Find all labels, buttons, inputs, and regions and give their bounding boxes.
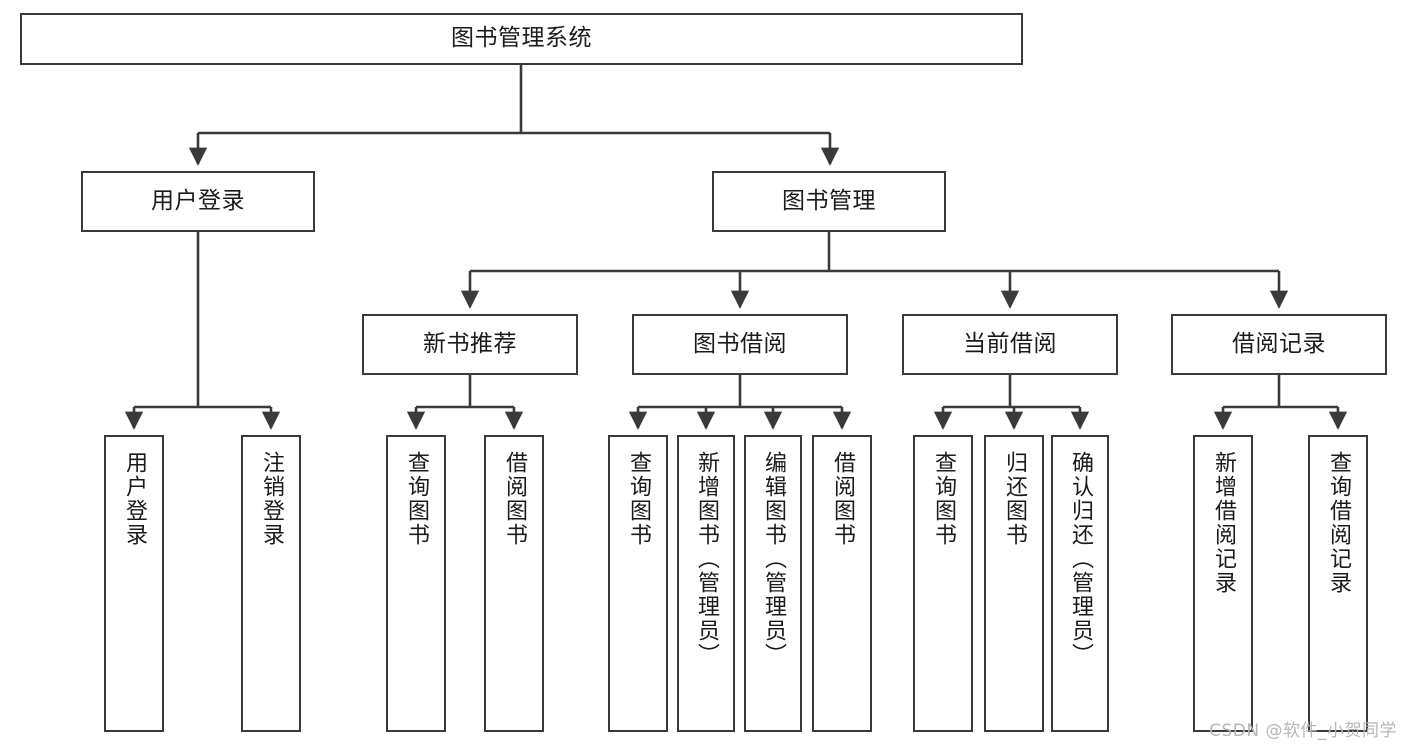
node-leaf-confirm-return[interactable]: 确认归还（管理员）: [1051, 435, 1109, 732]
node-new-book-recommend-label: 新书推荐: [423, 330, 517, 357]
node-new-book-recommend[interactable]: 新书推荐: [362, 314, 578, 375]
node-current-borrow[interactable]: 当前借阅: [902, 314, 1118, 375]
node-root[interactable]: 图书管理系统: [20, 13, 1023, 65]
node-leaf-query-book-1[interactable]: 查询图书: [386, 435, 446, 732]
node-leaf-user-login-label: 用户登录: [122, 451, 147, 547]
node-leaf-query-book-2-label: 查询图书: [626, 451, 651, 547]
node-user-login[interactable]: 用户登录: [81, 171, 315, 232]
node-borrow-record[interactable]: 借阅记录: [1171, 314, 1387, 375]
node-leaf-query-record[interactable]: 查询借阅记录: [1308, 435, 1368, 732]
node-leaf-return-book[interactable]: 归还图书: [984, 435, 1044, 732]
csdn-watermark: CSDN @软件_小贺同学: [1209, 721, 1397, 741]
node-leaf-query-record-label: 查询借阅记录: [1326, 451, 1351, 595]
node-leaf-borrow-book-1[interactable]: 借阅图书: [484, 435, 544, 732]
node-leaf-add-record-label: 新增借阅记录: [1211, 451, 1236, 595]
node-leaf-add-book-label: 新增图书（管理员）: [694, 451, 719, 667]
node-leaf-user-login[interactable]: 用户登录: [104, 435, 164, 732]
node-user-login-label: 用户登录: [151, 187, 245, 214]
node-leaf-user-logout-label: 注销登录: [259, 451, 284, 547]
node-leaf-query-book-2[interactable]: 查询图书: [608, 435, 668, 732]
node-book-manage[interactable]: 图书管理: [712, 171, 946, 232]
node-leaf-query-book-3[interactable]: 查询图书: [913, 435, 973, 732]
node-leaf-borrow-book-2[interactable]: 借阅图书: [812, 435, 872, 732]
node-leaf-edit-book-label: 编辑图书（管理员）: [761, 451, 786, 667]
node-root-label: 图书管理系统: [451, 25, 592, 52]
node-borrow-record-label: 借阅记录: [1232, 330, 1326, 357]
node-leaf-borrow-book-2-label: 借阅图书: [830, 451, 855, 547]
node-leaf-return-book-label: 归还图书: [1002, 451, 1027, 547]
node-leaf-edit-book[interactable]: 编辑图书（管理员）: [744, 435, 802, 732]
node-leaf-borrow-book-1-label: 借阅图书: [502, 451, 527, 547]
node-leaf-add-record[interactable]: 新增借阅记录: [1193, 435, 1253, 732]
node-leaf-query-book-1-label: 查询图书: [404, 451, 429, 547]
node-current-borrow-label: 当前借阅: [963, 330, 1057, 357]
node-book-borrow-label: 图书借阅: [693, 330, 787, 357]
node-book-borrow[interactable]: 图书借阅: [632, 314, 848, 375]
node-leaf-user-logout[interactable]: 注销登录: [241, 435, 301, 732]
node-leaf-query-book-3-label: 查询图书: [931, 451, 956, 547]
node-leaf-add-book[interactable]: 新增图书（管理员）: [677, 435, 735, 732]
node-leaf-confirm-return-label: 确认归还（管理员）: [1068, 451, 1093, 667]
node-book-manage-label: 图书管理: [782, 187, 876, 214]
